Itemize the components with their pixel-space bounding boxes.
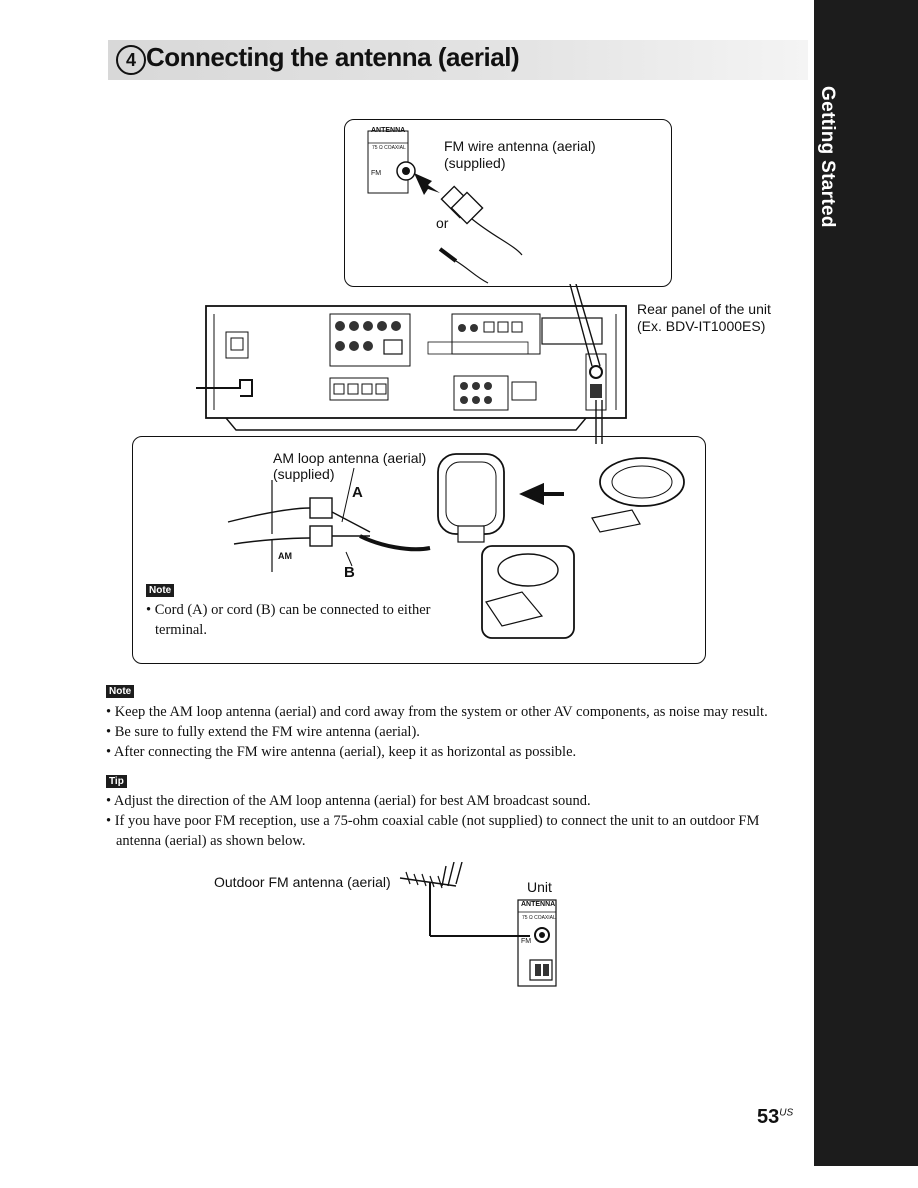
page-number-value: 53 [757,1106,780,1128]
tip-item-2: • If you have poor FM reception, use a 7… [106,813,760,829]
note-item-2: • Be sure to fully extend the FM wire an… [106,724,420,740]
fm-or-label: or [436,215,449,231]
note-item-3: • After connecting the FM wire antenna (… [106,744,577,760]
page-number: 53US [757,1106,793,1129]
outdoor-coaxial-label: 75 Ω COAXIAL [522,915,556,921]
am-antenna-box [132,436,706,664]
outdoor-antenna-illustration [399,862,557,987]
heading-number: 4 [116,45,146,75]
rear-panel-caption-line2: (Ex. BDV-IT1000ES) [637,318,766,334]
side-tab [814,0,918,1166]
am-antenna-illustration [227,453,685,639]
notes-badge: Note [106,685,135,698]
fm-panel-label: ANTENNA [371,127,406,134]
am-caption-line2: (supplied) [273,466,335,482]
fm-coaxial-label: 75 Ω COAXIAL [372,145,406,151]
tip-item-2-cont: antenna (aerial) as shown below. [116,833,306,849]
tips-badge: Tip [106,775,127,788]
fm-jack-label: FM [371,170,382,177]
fm-antenna-box [344,119,672,287]
outdoor-fm-label: FM [521,938,532,945]
am-terminal-label: AM [278,551,292,561]
am-label-a: A [352,484,363,501]
am-note-line1: • Cord (A) or cord (B) can be connected … [146,602,431,618]
fm-caption-line1: FM wire antenna (aerial) [444,138,596,154]
unit-label: Unit [527,879,552,895]
am-note-line2: terminal. [155,622,207,638]
rear-panel-caption-line1: Rear panel of the unit [637,301,771,317]
outdoor-panel-label: ANTENNA [521,901,556,908]
outdoor-antenna-label: Outdoor FM antenna (aerial) [214,874,391,890]
page-title: Connecting the antenna (aerial) [146,42,520,72]
tip-item-1: • Adjust the direction of the AM loop an… [106,793,591,809]
note-item-1: • Keep the AM loop antenna (aerial) and … [106,704,768,720]
am-caption-line1: AM loop antenna (aerial) [273,450,427,466]
am-note-badge: Note [146,584,175,597]
fm-antenna-illustration [367,130,523,284]
page-number-suffix: US [779,1107,794,1119]
heading-bar [108,40,808,80]
am-label-b: B [344,564,355,581]
fm-caption-line2: (supplied) [444,155,506,171]
rear-panel-illustration [196,284,627,444]
side-tab-label: Getting Started [817,86,838,228]
